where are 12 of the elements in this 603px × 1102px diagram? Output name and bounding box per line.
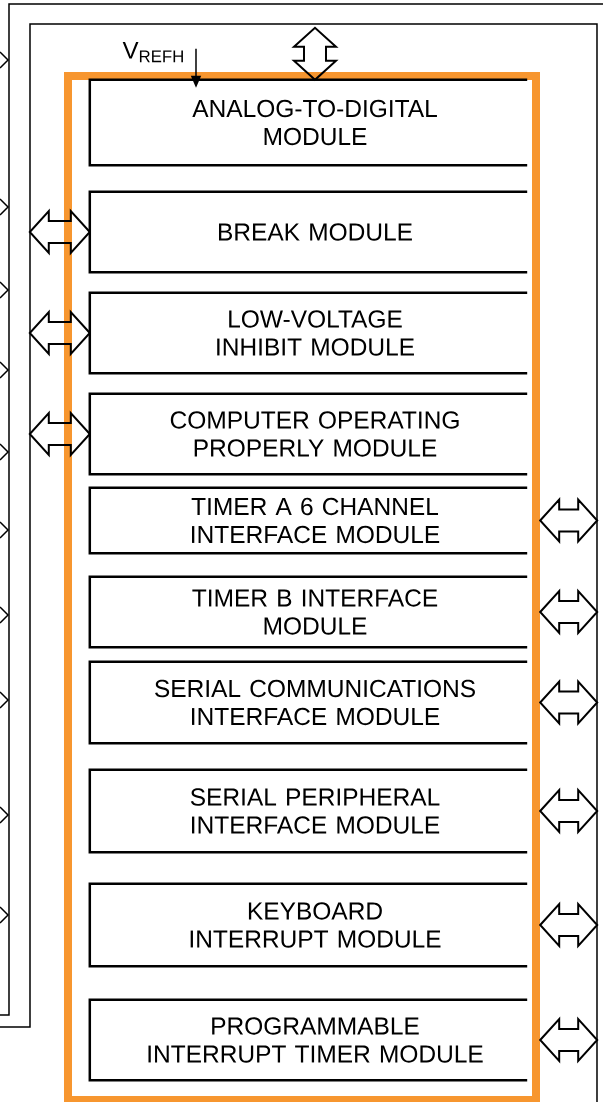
module-box: ANALOG-TO-DIGITAL MODULE	[88, 78, 528, 167]
module-box: BREAK MODULE	[88, 190, 528, 274]
module-box: TIMER A 6 CHANNEL INTERFACE MODULE	[88, 486, 528, 555]
module-box: SERIAL PERIPHERAL INTERFACE MODULE	[88, 768, 528, 854]
module-box: COMPUTER OPERATING PROPERLY MODULE	[88, 392, 528, 476]
module-box: SERIAL COMMUNICATIONS INTERFACE MODULE	[88, 660, 528, 745]
module-box: KEYBOARD INTERRUPT MODULE	[88, 882, 528, 968]
module-box: PROGRAMMABLE INTERRUPT TIMER MODULE	[88, 998, 528, 1082]
signal-label: V$_{REFH}$	[122, 41, 183, 63]
module-box: LOW-VOLTAGE INHIBIT MODULE	[88, 291, 528, 375]
highlight-frame	[64, 72, 540, 1102]
module-box: TIMER B INTERFACE MODULE	[88, 575, 528, 649]
